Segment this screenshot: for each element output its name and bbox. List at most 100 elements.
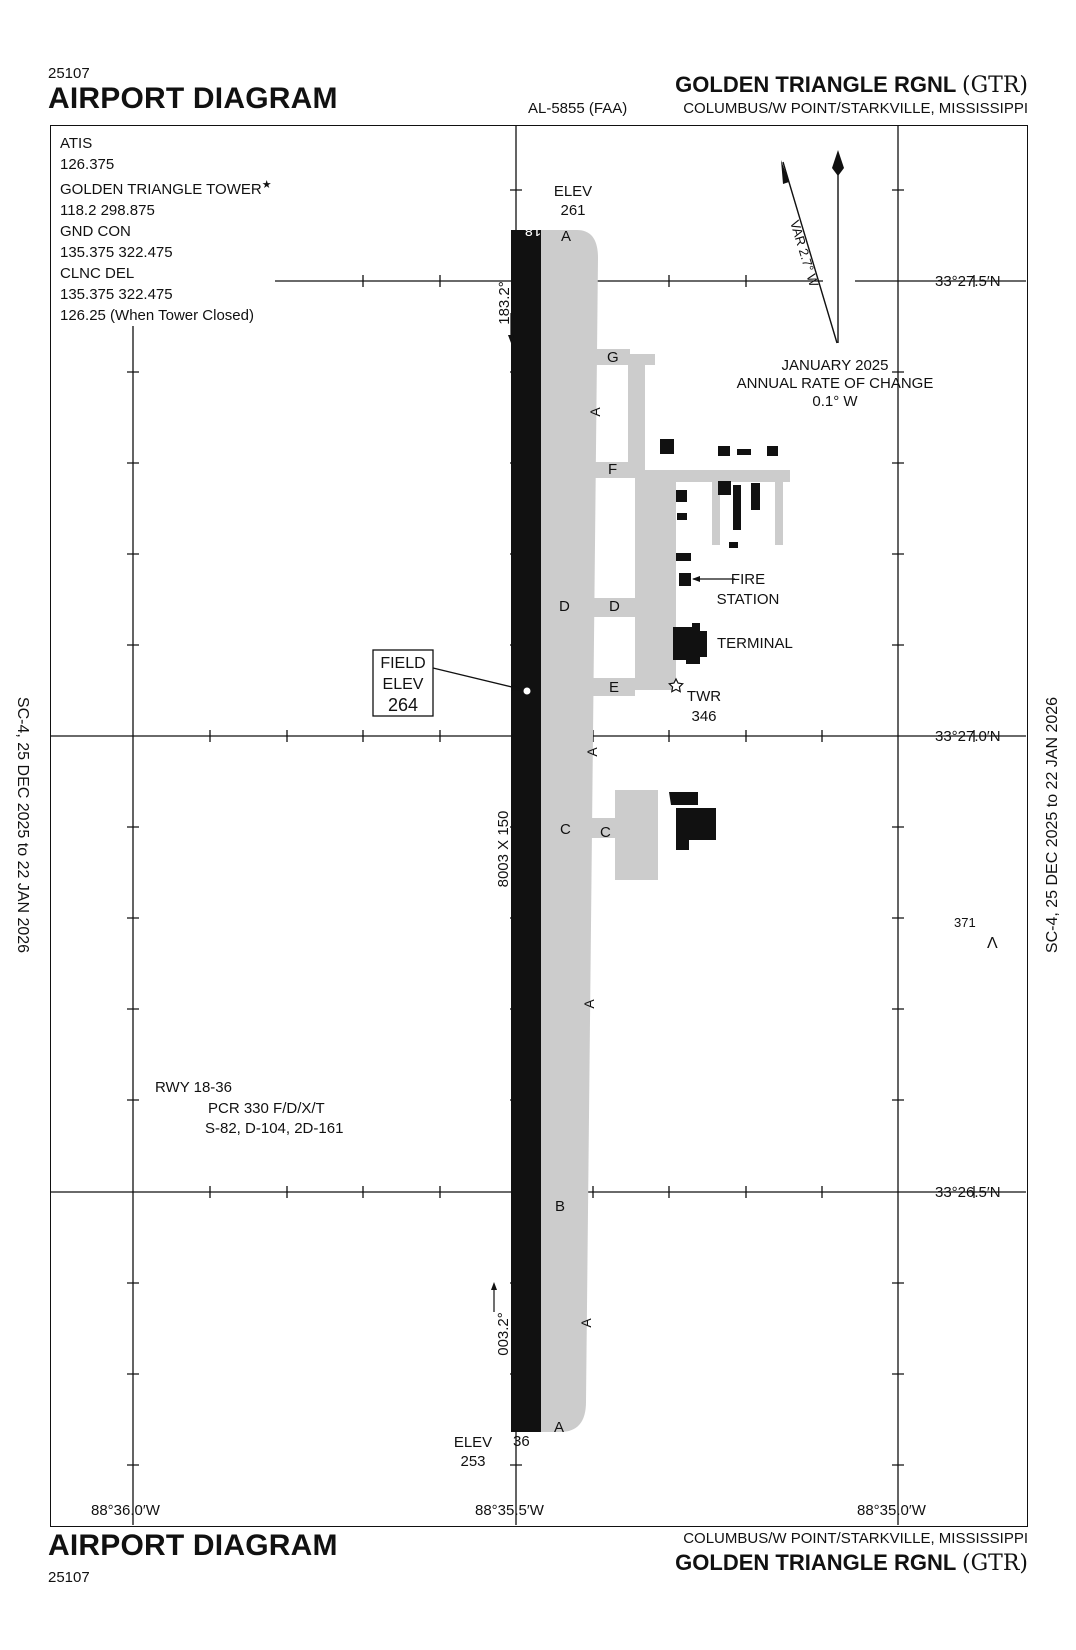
star-icon: ★ [261,179,272,191]
field-elev-label: FIELD [380,655,426,672]
magnetic-north-arrowhead [781,160,789,184]
building [677,513,687,520]
taxiway-system [540,230,790,1432]
field-elev-arrowhead [512,685,522,691]
field-elevation-point [523,687,531,695]
twr-label: TWR [686,688,722,705]
atis-label: ATIS [60,135,93,152]
taxiway-g-connector [540,349,630,365]
taxiway-e-connector [540,678,635,696]
terminal-building [673,623,707,664]
building [676,553,691,561]
terminal-label: TERMINAL [717,635,793,652]
taxiway-a-label: A [581,999,597,1009]
airport-name: GOLDEN TRIANGLE RGNL [675,72,956,97]
latitude-bottom: 33°26.5′N [935,1184,1001,1201]
buildings [660,439,778,850]
frequency-block: ATIS 126.375 GOLDEN TRIANGLE TOWER★ 118.… [60,133,272,326]
clearance-label: CLNC DEL [60,265,135,282]
longitude-right: 88°35.0′W [857,1502,926,1519]
longitude-mid: 88°35.5′W [475,1502,544,1519]
field-elevation: FIELD ELEV 264 [373,653,433,716]
runway-weights: S-82, D-104, 2D-161 [205,1120,344,1137]
footer-chart-number: 25107 [48,1569,90,1586]
atis-frequency: 126.375 [60,156,115,173]
taxiway-c-connector [540,818,620,838]
magnetic-date: JANUARY 2025 [781,357,889,374]
runway-info-title: RWY 18-36 [155,1079,232,1096]
building [751,483,760,510]
tower-label: TWR 346 [686,687,722,727]
tower-symbol-icon [668,677,684,693]
magnetic-variation: VAR 2.7° W [787,218,822,289]
taxiway-f-label: F [608,461,618,478]
taxiway-d-connector [540,598,635,617]
tower-frequency: 118.2 298.875 [60,202,155,219]
obstacle-height: 371 [954,915,976,930]
heading-arrowhead-north [491,1282,497,1290]
field-elev-value: 264 [387,695,419,715]
ramp-spur [775,470,783,545]
north-apron [628,354,790,690]
fire-station-arrowhead [692,576,700,582]
fire-label: FIRE [730,571,766,588]
building [718,481,731,495]
fire-station-building [679,573,691,586]
south-apron [615,790,658,880]
building [660,439,674,454]
airport-location: COLUMBUS/W POINT/STARKVILLE, MISSISSIPPI [683,100,1028,117]
north-end-elevation: ELEV 261 [553,182,593,220]
runway-heading-18: 183.2° [496,281,513,325]
clearance-alternate: 126.25 (When Tower Closed) [60,307,254,324]
footer-title: AIRPORT DIAGRAM [48,1529,338,1562]
ground-label: GND CON [60,223,131,240]
magnetic-rate-value: 0.1° W [812,393,858,410]
runway-pcr: PCR 330 F/D/X/T [208,1100,325,1117]
airport-id: (GTR) [962,73,1028,98]
taxiway-c-label: C [600,824,611,841]
footer-airport-name: GOLDEN TRIANGLE RGNL (GTR) [675,1552,1028,1575]
field-elev-box [372,649,434,717]
elev-value: 261 [560,202,586,219]
tower-row: GOLDEN TRIANGLE TOWER★ [60,175,272,200]
taxiway-e-label: E [609,679,620,696]
taxiway-a-label: A [578,1318,594,1328]
runway-dimensions: 8003 X 150 [495,811,512,888]
fire-station-label: FIRE STATION [715,570,781,610]
latitude-top: 33°27.5′N [935,273,1001,290]
taxiway-f-connector [540,462,630,478]
runway-18-36 [511,230,541,1432]
taxiway-a-label: A [554,1419,565,1436]
field-elev-label: ELEV [382,676,424,693]
elev-label: ELEV [453,1434,493,1451]
taxiway-d-label: D [609,598,620,615]
runway-18-label: 18 [525,222,542,239]
taxiway-a-label: A [587,407,603,417]
building [729,542,738,548]
taxiway-d-label: D [559,598,570,615]
magnetic-rate-label: ANNUAL RATE OF CHANGE [736,375,934,392]
chart-number: 25107 [48,65,90,82]
south-end-elevation: ELEV 253 [453,1433,493,1471]
procedure-number: AL-5855 (FAA) [528,100,628,117]
ground-frequency: 135.375 322.475 [60,244,173,261]
building [676,490,687,502]
taxiway-b-label: B [555,1198,566,1215]
building [733,485,741,530]
clearance-frequency: 135.375 322.475 [60,286,173,303]
taxiway-a-label: A [584,747,600,757]
magnetic-info: JANUARY 2025 ANNUAL RATE OF CHANGE 0.1° … [735,357,935,411]
building [767,446,778,456]
taxiway-c-label: C [560,821,571,838]
diagram-frame [50,125,1028,1527]
elev-value: 253 [460,1453,486,1470]
elev-label: ELEV [553,183,593,200]
building [737,449,751,455]
heading-arrowhead-south [508,335,514,343]
field-elev-leader [432,667,521,690]
airport-name-header: GOLDEN TRIANGLE RGNL (GTR) [675,74,1028,97]
taxiway-g-label: G [607,349,619,366]
obstacle-symbol-icon: Λ [987,935,998,952]
magnetic-north-line [782,161,838,344]
